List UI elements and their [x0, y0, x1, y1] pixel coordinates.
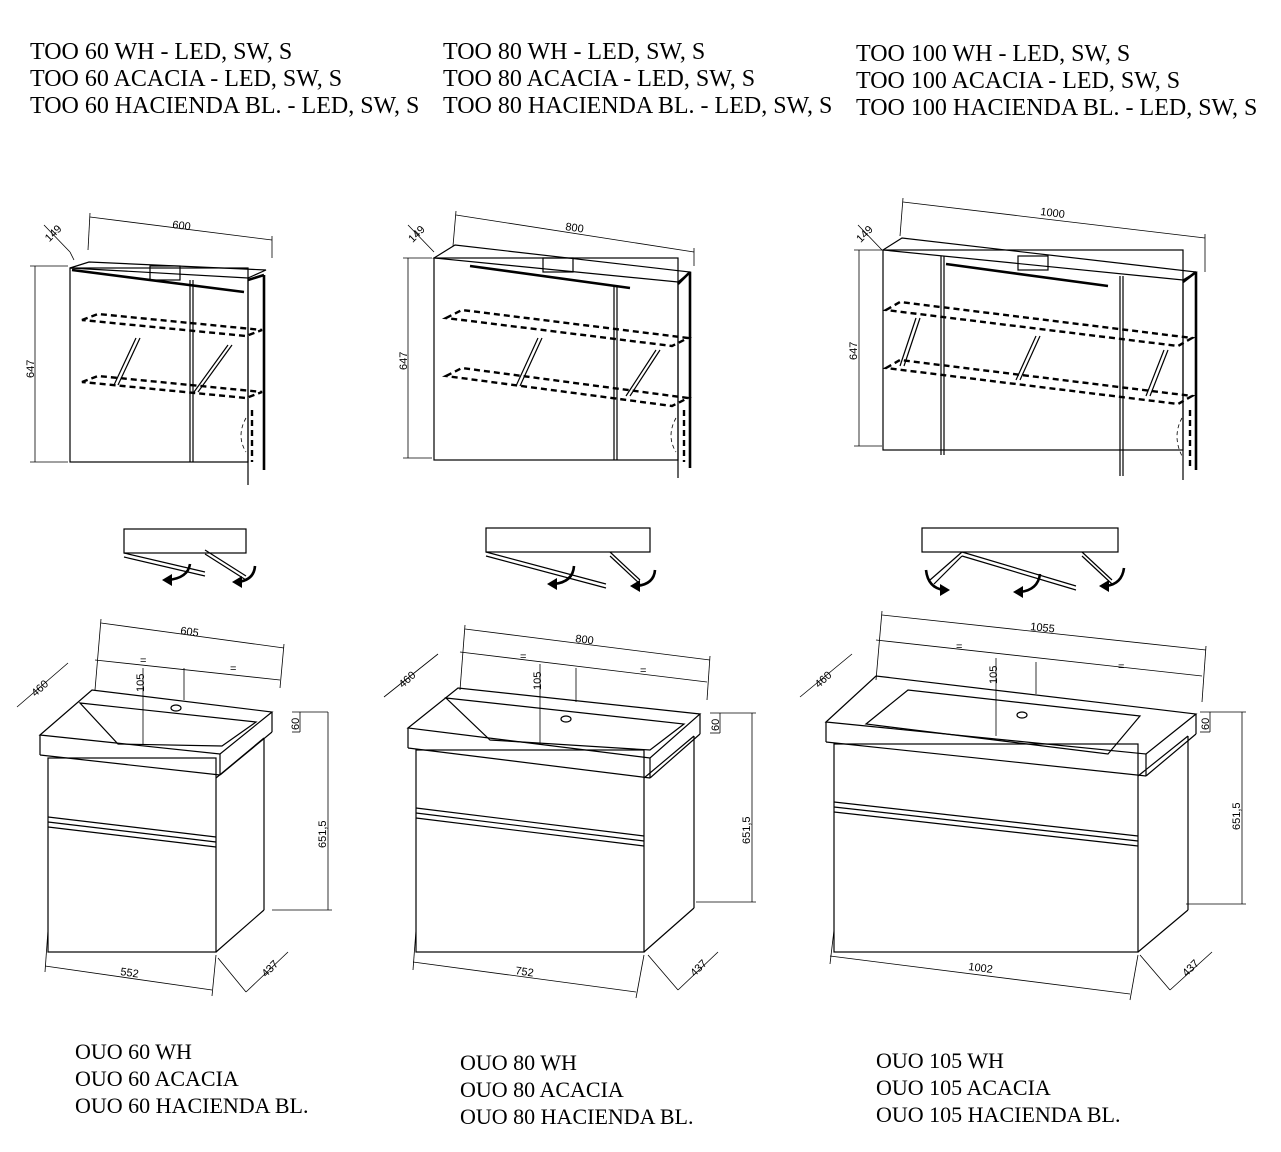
mirror-height-label: 647	[25, 360, 37, 378]
basin-height-label: 60	[290, 718, 302, 730]
vanity-width-label: 1055	[1030, 621, 1056, 635]
cabinet-models-105: OUO 105 WH OUO 105 ACACIA OUO 105 HACIEN…	[876, 1047, 1120, 1128]
door-swing-plan-100	[921, 527, 1126, 598]
vanity-bottom-width-label: 1002	[968, 961, 994, 976]
model-line: OUO 105 ACACIA	[876, 1075, 1051, 1100]
door-swing-plan-60	[123, 528, 257, 588]
title-line: TOO 60 ACACIA - LED, SW, S	[30, 66, 343, 92]
equal-mark: =	[1118, 661, 1124, 673]
vanity-width-label: 800	[575, 633, 595, 647]
equal-mark: =	[956, 641, 962, 653]
equal-mark: =	[230, 663, 236, 675]
title-line: TOO 80 HACIENDA BL. - LED, SW, S	[443, 93, 833, 119]
mirror-width-label: 600	[172, 219, 192, 233]
model-line: OUO 80 HACIENDA BL.	[460, 1104, 694, 1129]
model-line: OUO 60 HACIENDA BL.	[75, 1093, 309, 1118]
vanity-height-label: 651,5	[317, 820, 329, 848]
cabinet-models-60: OUO 60 WH OUO 60 ACACIA OUO 60 HACIENDA …	[75, 1038, 308, 1119]
vanity-height-label: 651,5	[1231, 802, 1243, 830]
door-swing-plan-80	[485, 527, 657, 592]
model-line: OUO 60 ACACIA	[75, 1066, 239, 1091]
tap-distance-label: 105	[532, 672, 544, 690]
mirror-width-label: 800	[565, 221, 585, 235]
mirror-width-label: 1000	[1040, 206, 1066, 221]
equal-mark: =	[640, 665, 646, 677]
mirror-title-80: TOO 80 WH - LED, SW, S TOO 80 ACACIA - L…	[443, 39, 832, 120]
title-line: TOO 100 HACIENDA BL. - LED, SW, S	[856, 95, 1258, 121]
vanity-cabinet-105: 460 1055 = = 105 60 651,5 1	[799, 610, 1246, 1001]
mirror-height-label: 647	[398, 352, 410, 370]
vanity-depth-label: 460	[813, 669, 835, 690]
model-line: OUO 105 WH	[876, 1048, 1004, 1073]
vanity-cabinet-80: 460 800 = = 105 60 651,5 75	[383, 624, 756, 999]
vanity-bottom-depth-label: 437	[688, 958, 709, 979]
vanity-bottom-width-label: 552	[120, 966, 140, 980]
title-line: TOO 100 WH - LED, SW, S	[856, 41, 1131, 67]
mirror-cabinet-100: 149 1000 647	[848, 197, 1206, 480]
mirror-depth-label: 149	[854, 224, 875, 245]
mirror-height-label: 647	[848, 342, 860, 360]
mirror-title-60: TOO 60 WH - LED, SW, S TOO 60 ACACIA - L…	[30, 39, 419, 120]
vanity-depth-label: 460	[29, 678, 51, 699]
cabinet-models-80: OUO 80 WH OUO 80 ACACIA OUO 80 HACIENDA …	[460, 1049, 693, 1130]
vanity-width-label: 605	[180, 625, 200, 639]
vanity-height-label: 651,5	[741, 816, 753, 844]
mirror-title-100: TOO 100 WH - LED, SW, S TOO 100 ACACIA -…	[856, 41, 1257, 122]
mirror-depth-label: 149	[43, 223, 64, 244]
vanity-cabinet-60: 460 605 = = 105 60 651,5	[16, 618, 332, 997]
title-line: TOO 60 WH - LED, SW, S	[30, 39, 293, 65]
title-line: TOO 100 ACACIA - LED, SW, S	[856, 68, 1181, 94]
title-line: TOO 80 WH - LED, SW, S	[443, 39, 706, 65]
vanity-bottom-width-label: 752	[515, 965, 535, 979]
model-line: OUO 80 ACACIA	[460, 1077, 624, 1102]
model-line: OUO 105 HACIENDA BL.	[876, 1102, 1121, 1127]
title-line: TOO 60 HACIENDA BL. - LED, SW, S	[30, 93, 420, 119]
equal-mark: =	[520, 651, 526, 663]
tap-distance-label: 105	[988, 666, 1000, 684]
mirror-cabinet-60: 149 600 647	[25, 212, 273, 485]
vanity-bottom-depth-label: 437	[1180, 958, 1201, 979]
model-line: OUO 60 WH	[75, 1039, 192, 1064]
basin-height-label: 60	[1200, 718, 1212, 730]
equal-mark: =	[140, 655, 146, 667]
tap-distance-label: 105	[135, 674, 147, 692]
mirror-cabinet-80: 149 800 647	[398, 210, 695, 478]
title-line: TOO 80 ACACIA - LED, SW, S	[443, 66, 756, 92]
model-line: OUO 80 WH	[460, 1050, 577, 1075]
basin-height-label: 60	[710, 719, 722, 731]
